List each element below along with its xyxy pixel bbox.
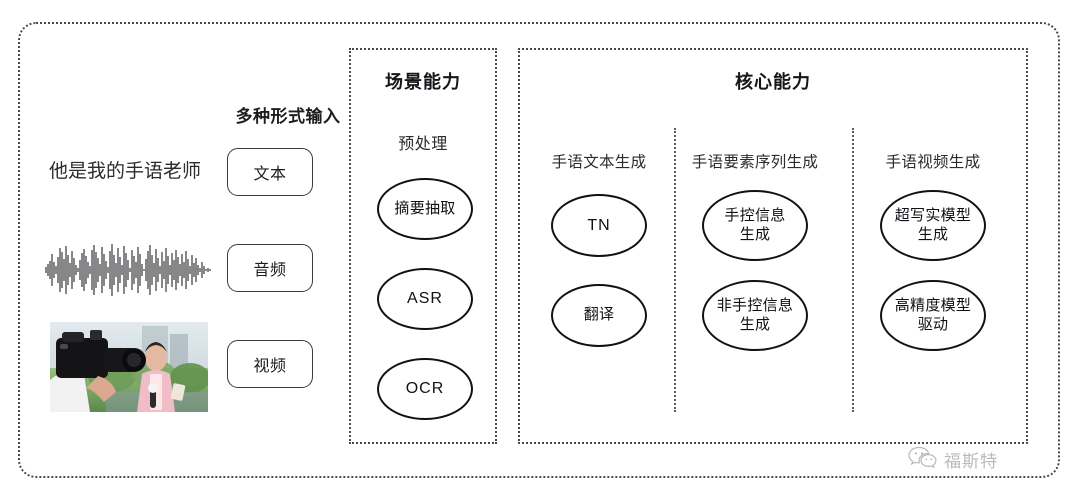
scene-capability-box: 场景能力 预处理 摘要抽取 ASR OCR [349, 48, 497, 444]
core-node-translation[interactable]: 翻译 [551, 284, 647, 347]
core-node-manual-info-generation[interactable]: 手控信息 生成 [702, 190, 808, 261]
core-column-divider-2 [852, 128, 854, 412]
core-column-title-2: 手语要素序列生成 [691, 154, 819, 171]
core-column-sign-element-sequence-generation: 手语要素序列生成 手控信息 生成 非手控信息 生成 [678, 150, 832, 420]
core-node-tn[interactable]: TN [551, 194, 647, 257]
outer-dotted-frame [18, 22, 1060, 478]
core-node-photoreal-line2: 生成 [917, 225, 949, 243]
core-node-photorealistic-model-generation[interactable]: 超写实模型 生成 [880, 190, 986, 261]
core-node-photoreal-line1: 超写实模型 [894, 207, 972, 225]
core-column-title-3: 手语视频生成 [885, 154, 981, 171]
video-thumbnail-icon [50, 322, 208, 412]
core-column-divider-1 [674, 128, 676, 412]
core-capability-box: 核心能力 手语文本生成 TN 翻译 手语要素序列生成 手控信息 生成 非手控信息… [518, 48, 1028, 444]
wechat-bubble-icon [908, 446, 938, 473]
core-column-sign-video-generation: 手语视频生成 超写实模型 生成 高精度模型 驱动 [856, 150, 1010, 420]
sample-text: 他是我的手语老师 [48, 161, 201, 182]
core-node-non-manual-info-generation[interactable]: 非手控信息 生成 [702, 280, 808, 351]
core-node-high-precision-line2: 驱动 [917, 315, 949, 333]
watermark-text: 福斯特 [944, 452, 998, 471]
watermark: 福斯特 [908, 446, 998, 473]
scene-node-summary-extraction[interactable]: 摘要抽取 [377, 178, 473, 240]
scene-capability-title: 场景能力 [385, 72, 461, 92]
core-node-manual-info-line2: 生成 [739, 225, 771, 243]
core-column-title-1: 手语文本生成 [551, 154, 647, 171]
core-capability-title: 核心能力 [735, 72, 811, 92]
core-node-non-manual-info-line1: 非手控信息 [716, 297, 794, 315]
modality-button-video[interactable]: 视频 [227, 340, 313, 388]
multi-input-label: 多种形式输入 [235, 107, 341, 126]
core-node-manual-info-line1: 手控信息 [724, 207, 786, 225]
scene-node-asr[interactable]: ASR [377, 268, 473, 330]
input-panel: 多种形式输入 他是我的手语老师 [30, 90, 340, 420]
core-node-high-precision-model-driving[interactable]: 高精度模型 驱动 [880, 280, 986, 351]
scene-capability-subtitle: 预处理 [398, 136, 448, 153]
modality-button-audio[interactable]: 音频 [227, 244, 313, 292]
core-node-non-manual-info-line2: 生成 [739, 315, 771, 333]
modality-button-text[interactable]: 文本 [227, 148, 313, 196]
core-node-high-precision-line1: 高精度模型 [894, 297, 972, 315]
scene-node-ocr[interactable]: OCR [377, 358, 473, 420]
audio-waveform-icon [42, 242, 214, 298]
core-column-sign-text-generation: 手语文本生成 TN 翻译 [522, 150, 676, 420]
